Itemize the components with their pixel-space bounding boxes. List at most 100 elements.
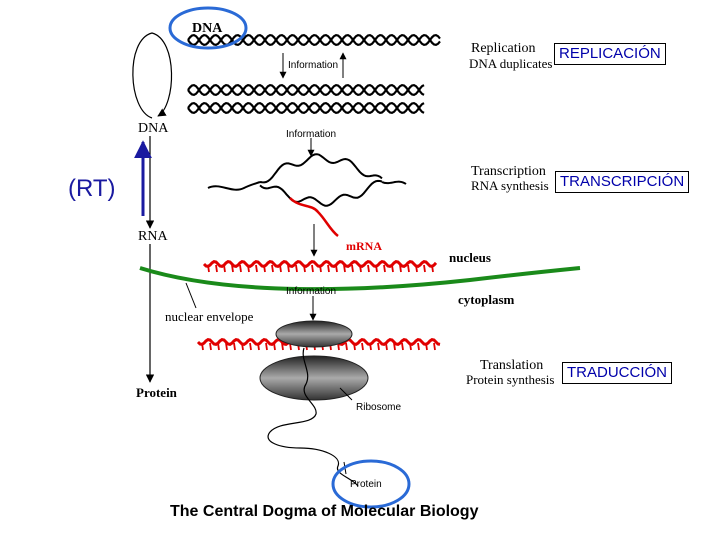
- mrna-base: [415, 264, 418, 273]
- mrna-base: [361, 342, 364, 351]
- mrna-base: [393, 342, 396, 351]
- dna-strand: [207, 181, 261, 191]
- mrna-base: [201, 342, 204, 351]
- information-label-3: Information: [286, 286, 336, 297]
- dna-left-label: DNA: [138, 121, 169, 136]
- mrna-base: [343, 264, 346, 273]
- mrna-base: [359, 264, 362, 273]
- mrna-base: [351, 264, 354, 273]
- ribosome-small-subunit: [275, 320, 353, 348]
- nuclear-envelope-label: nuclear envelope: [165, 309, 254, 324]
- mrna-base: [401, 342, 404, 351]
- mrna-base: [417, 342, 420, 351]
- traduccion-label: TRADUCCIÓN: [562, 362, 672, 384]
- mrna-base: [217, 342, 220, 351]
- mrna-base: [249, 342, 252, 351]
- rna-left-label: RNA: [138, 229, 168, 244]
- mrna-base: [225, 342, 228, 351]
- mrna-base: [327, 264, 330, 273]
- mrna-base: [391, 264, 394, 273]
- dna-strand: [259, 179, 383, 207]
- translation-title: Translation: [480, 358, 543, 373]
- dna-helix-bottom-1: [187, 83, 425, 97]
- replication-title: Replication: [471, 41, 536, 56]
- mrna-base: [383, 264, 386, 273]
- nascent-rna-strand: [289, 197, 339, 237]
- cytoplasm-label: cytoplasm: [458, 292, 515, 307]
- mrna-base: [255, 264, 258, 273]
- mrna-base: [215, 264, 218, 273]
- nuclear-envelope-line: [139, 266, 581, 292]
- protein-left-label: Protein: [136, 385, 178, 400]
- translation-subtitle: Protein synthesis: [466, 372, 554, 387]
- mrna-nucleus: [202, 260, 438, 273]
- dna-highlight-circle: [168, 6, 248, 50]
- transcription-bubble: [207, 153, 407, 207]
- mrna-label: mRNA: [346, 239, 382, 253]
- mrna-base: [287, 264, 290, 273]
- mrna-base: [231, 264, 234, 273]
- mrna-base: [247, 264, 250, 273]
- information-label-1: Information: [288, 60, 338, 71]
- mrna-base: [399, 264, 402, 273]
- replication-subtitle: DNA duplicates: [469, 56, 552, 71]
- dna-top-label: DNA: [192, 21, 223, 36]
- mrna-base: [279, 264, 282, 273]
- ribosome-label: Ribosome: [356, 402, 401, 413]
- mrna-base: [425, 342, 428, 351]
- mrna-base: [295, 264, 298, 273]
- mrna-base: [239, 264, 242, 273]
- transcripcion-label: TRANSCRIPCIÓN: [555, 171, 690, 193]
- mrna-base: [375, 264, 378, 273]
- mrna-base: [281, 342, 284, 351]
- dna-strand: [187, 101, 425, 115]
- dna-helix-bottom-2: [187, 101, 425, 115]
- protein-highlight-circle: [331, 459, 411, 509]
- diagram-caption: The Central Dogma of Molecular Biology: [170, 503, 479, 520]
- mrna-base: [423, 264, 426, 273]
- mrna-base: [207, 264, 210, 273]
- ribosome-large-subunit: [259, 355, 369, 401]
- mrna-base: [265, 342, 268, 351]
- mrna-base: [385, 342, 388, 351]
- information-label-2: Information: [286, 129, 336, 140]
- mrna-base: [377, 342, 380, 351]
- dna-strand: [187, 101, 425, 115]
- dna-strand: [187, 83, 425, 97]
- dna-helix-top: [187, 33, 441, 47]
- mrna-base: [303, 264, 306, 273]
- mrna-base: [319, 264, 322, 273]
- mrna-base: [409, 342, 412, 351]
- mrna-base: [345, 342, 348, 351]
- replicacion-label: REPLICACIÓN: [554, 43, 666, 65]
- rt-label: (RT): [68, 175, 116, 202]
- transcription-title: Transcription: [471, 164, 546, 179]
- mrna-base: [369, 342, 372, 351]
- mrna-base: [273, 342, 276, 351]
- envelope-pointer: [185, 282, 197, 309]
- mrna-base: [353, 342, 356, 351]
- mrna-base: [367, 264, 370, 273]
- polypeptide-chain: [267, 347, 359, 487]
- dna-strand: [187, 33, 441, 47]
- mrna-base: [257, 342, 260, 351]
- nucleus-label: nucleus: [449, 250, 491, 265]
- mrna-base: [241, 342, 244, 351]
- mrna-base: [233, 342, 236, 351]
- ribosome-pointer: [339, 387, 353, 401]
- mrna-base: [335, 264, 338, 273]
- dna-strand: [259, 153, 383, 184]
- mrna-base: [433, 342, 436, 351]
- dna-strand: [381, 180, 407, 185]
- mrna-base: [431, 264, 434, 273]
- mrna-base: [271, 264, 274, 273]
- protein-bottom-label: Protein: [350, 479, 382, 490]
- mrna-base: [311, 264, 314, 273]
- mrna-base: [263, 264, 266, 273]
- mrna-base: [223, 264, 226, 273]
- dna-strand: [187, 33, 441, 47]
- mrna-base: [209, 342, 212, 351]
- transcription-subtitle: RNA synthesis: [471, 178, 549, 193]
